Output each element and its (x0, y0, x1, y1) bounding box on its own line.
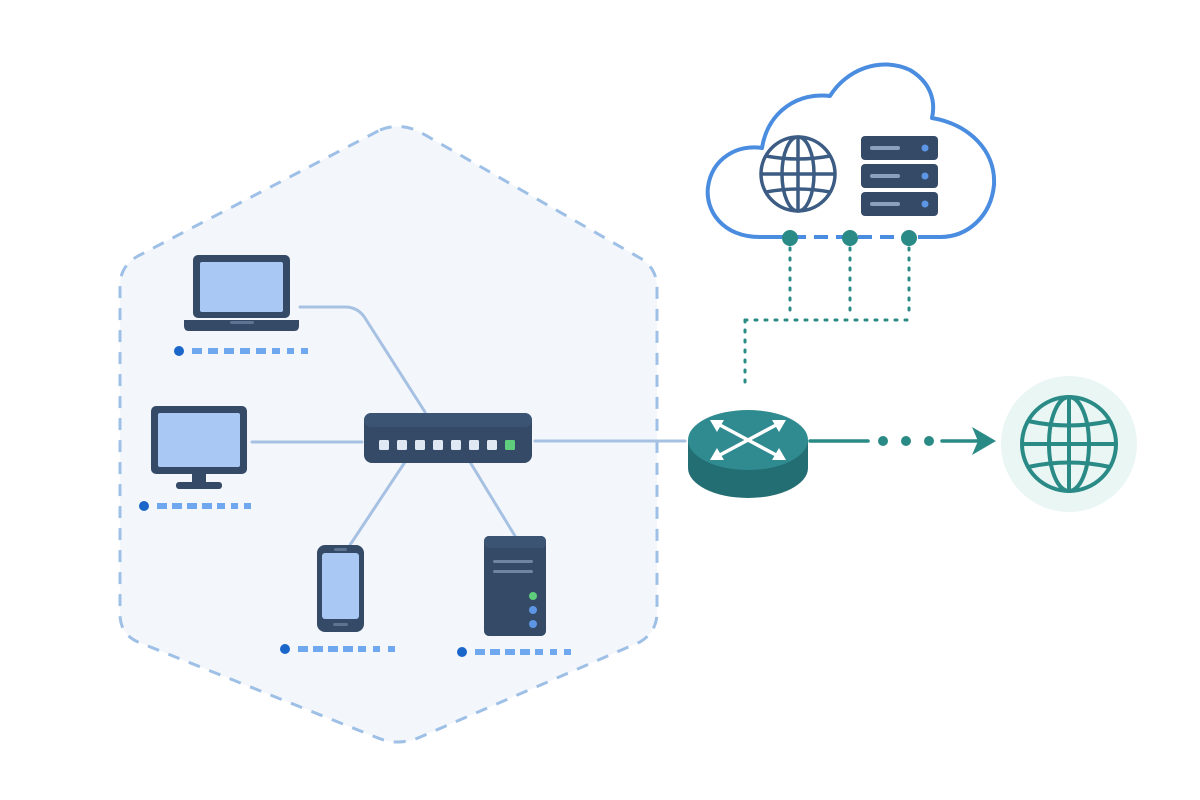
server-led-green (529, 592, 537, 600)
globe-icon (1001, 376, 1137, 512)
cloud-globe-icon (759, 135, 837, 213)
cloud-icon (705, 62, 997, 239)
router-arrows (716, 422, 780, 458)
cloud-links (743, 230, 930, 392)
link-server-switch (468, 460, 517, 538)
link-phone-switch (348, 460, 407, 547)
phone-label-placeholder (280, 644, 395, 654)
link-router-internet (808, 427, 996, 455)
arrow-head (972, 427, 996, 455)
smartphone-icon (317, 545, 364, 632)
laptop-icon (184, 255, 299, 331)
server-led-blue-2 (529, 620, 537, 628)
cloud-port-1 (782, 230, 798, 246)
server-led-blue (529, 606, 537, 614)
server-tower-icon (484, 536, 546, 636)
server-rack-icon (861, 136, 938, 216)
lan-links (250, 305, 687, 547)
server-label-placeholder (457, 647, 571, 657)
router-icon (688, 410, 808, 498)
monitor-icon (151, 406, 247, 489)
cloud-port-3 (901, 230, 917, 246)
desktop-label-placeholder (139, 501, 251, 511)
laptop-label-placeholder (174, 346, 308, 356)
cloud-port-2 (842, 230, 858, 246)
network-switch-icon (364, 413, 532, 463)
switch-active-port (505, 440, 515, 450)
link-laptop-switch (298, 305, 427, 414)
